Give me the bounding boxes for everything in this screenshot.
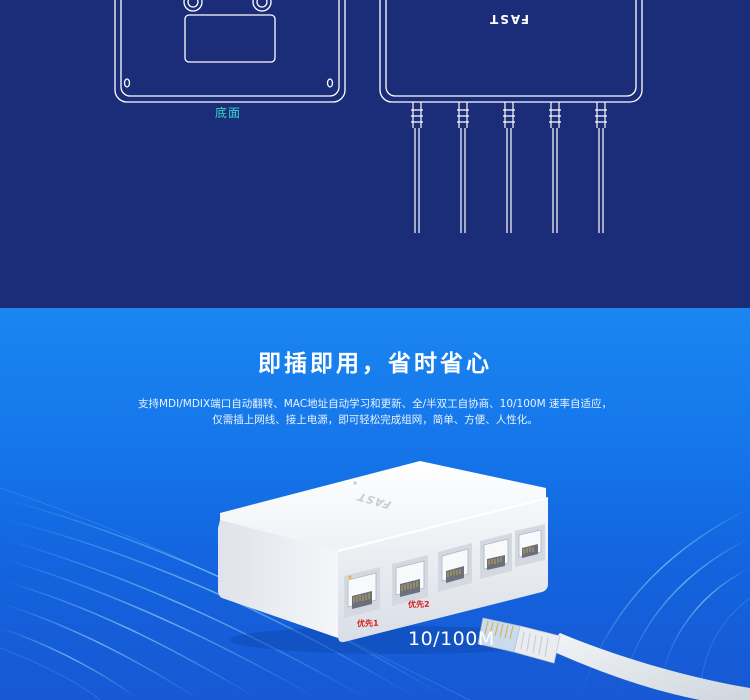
speed-label: 10/100M (408, 628, 495, 650)
top-view-outline (379, 0, 643, 103)
bottom-view-label: 底面 (214, 106, 241, 120)
description-line-1: 支持MDI/MDIX端口自动翻转、MAC地址自动学习和更新、全/半双工自协商、1… (138, 398, 612, 410)
product-drawing-section: 底面 FAST (0, 0, 750, 308)
plug-and-play-section: 即插即用，省时省心 支持MDI/MDIX端口自动翻转、MAC地址自动学习和更新、… (0, 308, 750, 700)
port-priority-2-label: 优先2 (407, 599, 430, 610)
bottom-view-outline (114, 0, 346, 103)
rj45-ports (344, 524, 545, 618)
switch-illustration (218, 461, 750, 700)
port-priority-1-label: 优先1 (356, 618, 379, 629)
line-drawing (114, 0, 643, 233)
ethernet-cable (477, 617, 750, 700)
description-line-2: 仅需插上网线、接上电源，即可轻松完成组网，简单、方便、人性化。 (212, 414, 538, 426)
cables (411, 102, 607, 233)
drawing-brand-logo: FAST (488, 12, 529, 26)
section-title: 即插即用，省时省心 (258, 351, 492, 377)
